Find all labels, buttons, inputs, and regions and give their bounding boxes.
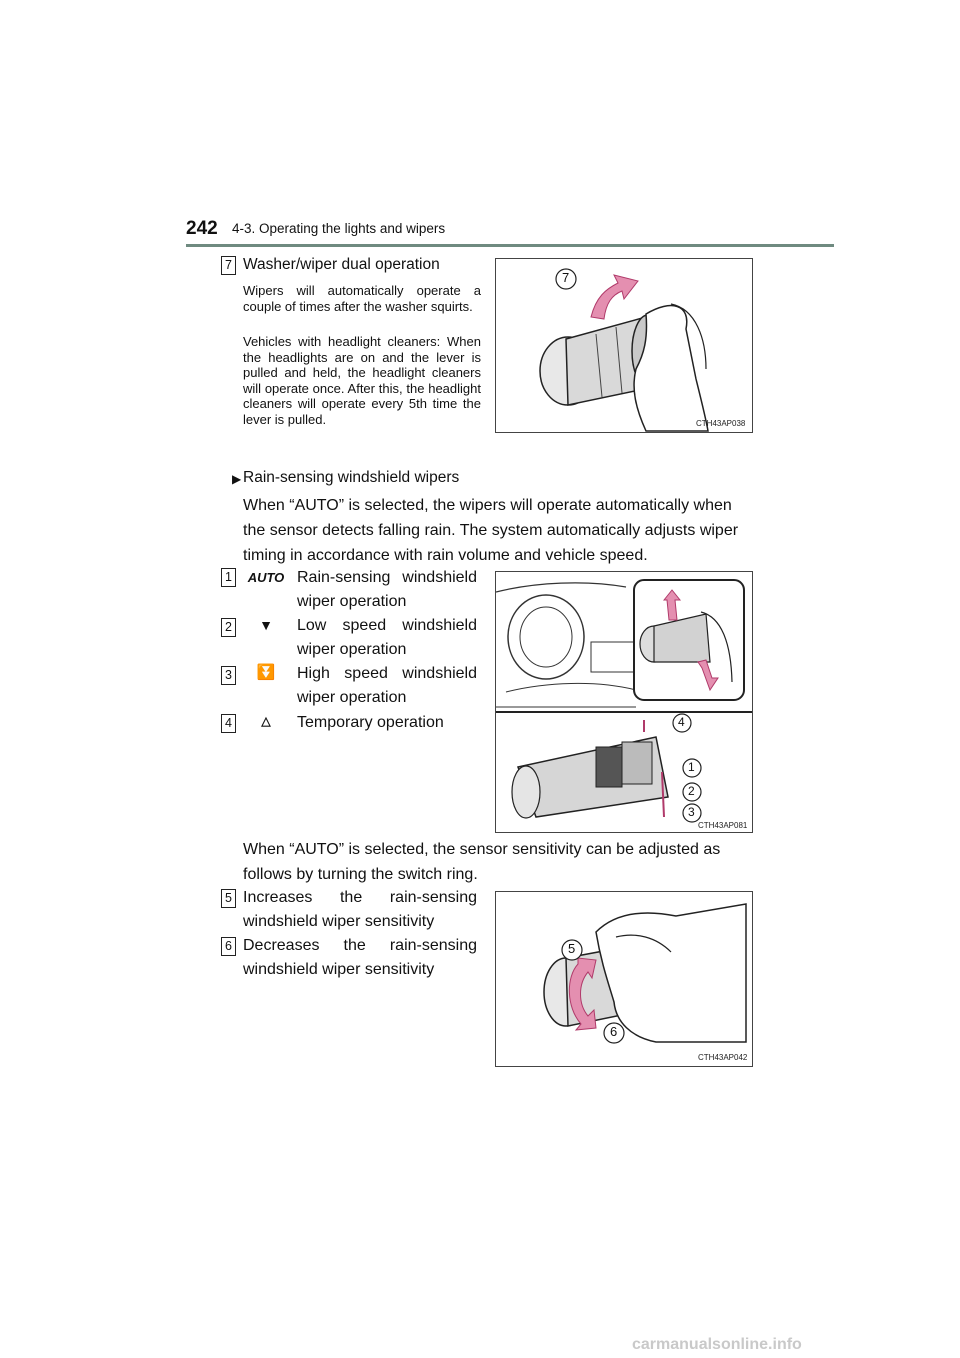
figure-washer-dual: 7 CTH43AP038 [495, 258, 753, 433]
bullet-triangle-icon: ▶ [232, 472, 242, 486]
item-label-4: Temporary operation [297, 714, 444, 731]
page-number: 242 [186, 218, 218, 239]
dual-operation-title: Washer/wiper dual operation [243, 256, 440, 273]
figure-callout-3: 3 [688, 805, 695, 819]
figure-callout-2: 2 [688, 784, 695, 798]
rain-sensing-intro: When “AUTO” is selected, the wipers will… [243, 497, 739, 564]
dashboard-lever-illustration [496, 579, 752, 823]
item-badge-6: 6 [221, 937, 236, 956]
item-label-5: Increases the rain-sensing windshield wi… [243, 889, 477, 930]
item-badge-2: 2 [221, 618, 236, 637]
low-speed-symbol-icon: ▼ [259, 617, 273, 633]
item-badge-1: 1 [221, 568, 236, 587]
figure-code: CTH43AP081 [698, 821, 748, 830]
figure-sensitivity: 5 6 CTH43AP042 [495, 891, 753, 1067]
item-badge-5: 5 [221, 889, 236, 908]
figure-callout-6: 6 [610, 1024, 618, 1039]
figure-callout-5: 5 [568, 941, 576, 956]
figure-callout-7: 7 [562, 270, 570, 285]
watermark: carmanualsonline.info [632, 1336, 802, 1353]
item-label-2: Low speed windshield wiper operation [297, 617, 477, 658]
header-rule [186, 244, 834, 247]
section-title: 4-3. Operating the lights and wipers [232, 221, 446, 236]
item-badge-7: 7 [221, 256, 236, 275]
dual-operation-para2: Vehicles with headlight cleaners: When t… [243, 334, 481, 427]
item-label-6: Decreases the rain-sensing windshield wi… [243, 937, 477, 978]
rain-sensing-heading: Rain-sensing windshield wipers [243, 469, 460, 486]
sensitivity-intro: When “AUTO” is selected, the sensor sens… [243, 841, 721, 883]
figure-code: CTH43AP042 [698, 1053, 748, 1062]
figure-rain-sensing: 4 1 2 3 CTH43AP081 [495, 571, 753, 833]
item-label-1: Rain-sensing windshield wiper operation [297, 569, 477, 610]
item-label-3: High speed windshield wiper operation [297, 665, 477, 706]
dual-operation-para1: Wipers will automatically operate a coup… [243, 283, 481, 314]
figure-code: CTH43AP038 [696, 419, 746, 428]
auto-symbol-icon: AUTO [247, 570, 285, 585]
high-speed-symbol-icon: ⏬ [256, 664, 276, 681]
figure-callout-1: 1 [688, 760, 695, 774]
item-badge-3: 3 [221, 666, 236, 685]
figure-callout-4: 4 [678, 715, 685, 729]
lever-pull-illustration [539, 268, 709, 432]
temporary-symbol-icon: △ [261, 714, 271, 728]
item-badge-4: 4 [221, 714, 236, 733]
switch-ring-illustration [543, 903, 747, 1044]
